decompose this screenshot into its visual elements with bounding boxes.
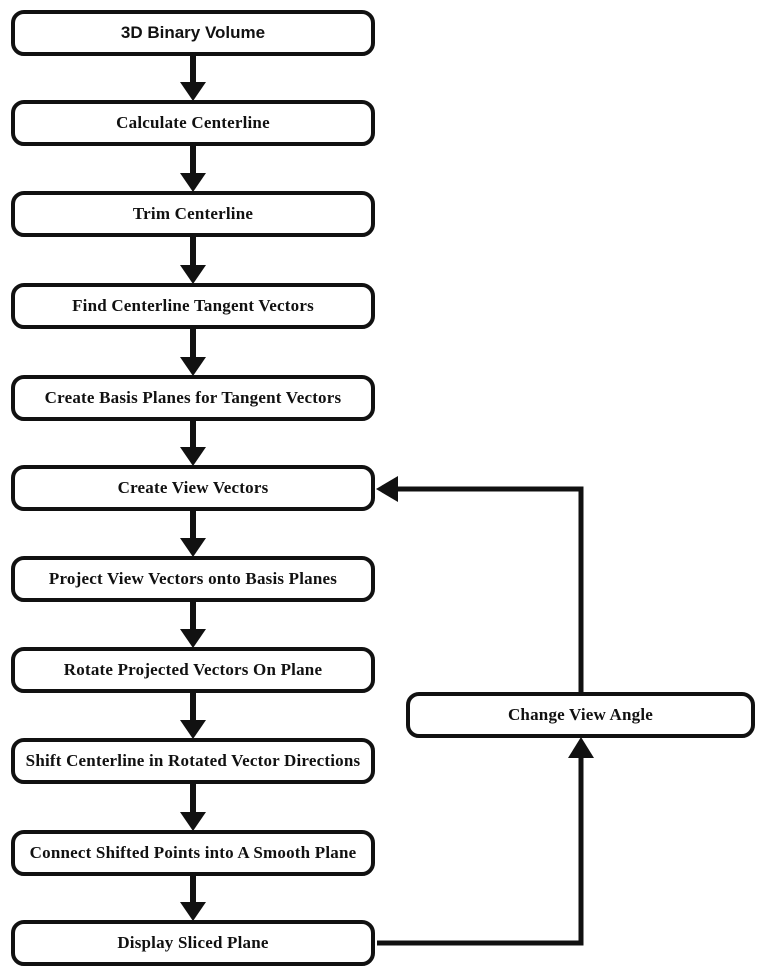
flow-step-rotate-projected-vectors: Rotate Projected Vectors On Plane	[11, 647, 375, 693]
flow-step-connect-shifted-points: Connect Shifted Points into A Smooth Pla…	[11, 830, 375, 876]
arrow-step1-step2	[180, 146, 206, 192]
arrow-change-view-angle-to-create-view-vectors	[376, 476, 584, 692]
arrow-step7-step8	[180, 693, 206, 739]
arrow-step9-step10	[180, 876, 206, 921]
flow-step-calculate-centerline: Calculate Centerline	[11, 100, 375, 146]
flow-step-3d-binary-volume: 3D Binary Volume	[11, 10, 375, 56]
flow-step-find-centerline-tangent-vectors: Find Centerline Tangent Vectors	[11, 283, 375, 329]
arrow-step0-step1	[180, 56, 206, 101]
arrow-step5-step6	[180, 511, 206, 557]
arrow-step8-step9	[180, 784, 206, 831]
arrow-step2-step3	[180, 237, 206, 284]
arrow-step6-step7	[180, 602, 206, 648]
flow-step-trim-centerline: Trim Centerline	[11, 191, 375, 237]
flow-step-project-view-vectors: Project View Vectors onto Basis Planes	[11, 556, 375, 602]
arrow-step3-step4	[180, 329, 206, 376]
flow-step-create-view-vectors: Create View Vectors	[11, 465, 375, 511]
arrow-display-to-change-view-angle	[377, 737, 594, 946]
flow-step-change-view-angle: Change View Angle	[406, 692, 755, 738]
flow-step-create-basis-planes: Create Basis Planes for Tangent Vectors	[11, 375, 375, 421]
flow-step-shift-centerline: Shift Centerline in Rotated Vector Direc…	[11, 738, 375, 784]
arrow-step4-step5	[180, 421, 206, 466]
flow-step-display-sliced-plane: Display Sliced Plane	[11, 920, 375, 966]
